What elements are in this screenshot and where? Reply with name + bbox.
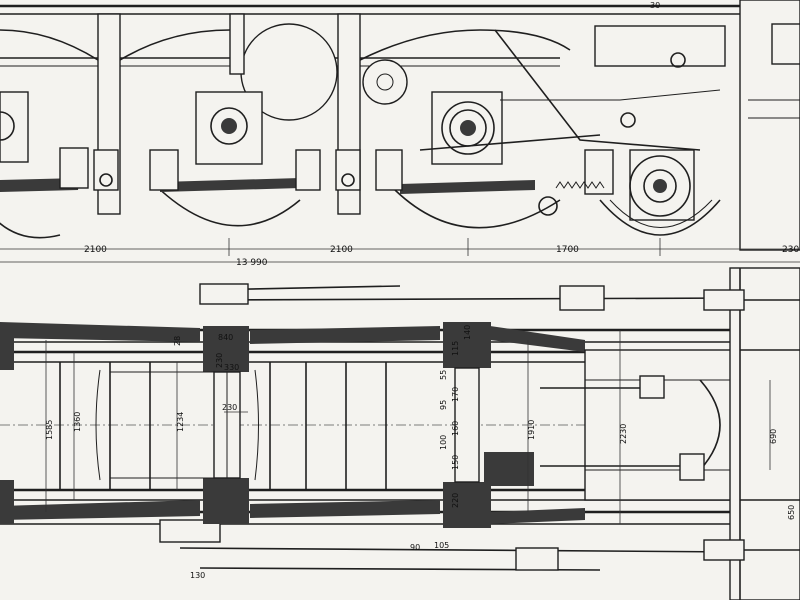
plan-axle-2: [203, 326, 249, 524]
axle-box-2: [195, 91, 263, 165]
plan-axle-1: [0, 326, 14, 524]
dim-gap: 28: [173, 336, 182, 346]
dim-150: 150: [451, 455, 460, 470]
dim-inner-width: 1360: [73, 412, 82, 432]
dim-170: 170: [451, 387, 460, 402]
dim-span-4: 230: [782, 245, 799, 255]
dim-small-top: 30: [650, 1, 660, 10]
dim-axle-box-1: 230: [215, 353, 224, 368]
side-elevation: 2100 2100 1700 230 13 990 30: [0, 0, 800, 268]
plan-view: 1585 1360 1234 840 230 330 230 28 1910 2…: [0, 267, 800, 600]
dim-right-edge: 650: [787, 505, 796, 520]
leaf-spring-2: [160, 178, 300, 192]
dim-160: 160: [451, 421, 460, 436]
dim-220: 220: [451, 493, 460, 508]
dim-90: 90: [410, 543, 420, 552]
dim-115: 115: [451, 341, 460, 356]
dim-100: 100: [439, 435, 448, 450]
dim-105: 105: [434, 541, 449, 550]
dim-bar-length: 1234: [176, 412, 185, 432]
dim-95: 95: [439, 400, 448, 410]
axle-box-4: [629, 149, 695, 221]
dim-span-1: 2100: [84, 245, 107, 255]
dim-55: 55: [439, 370, 448, 380]
axle-box-3: [431, 91, 503, 165]
dim-span-2: 2100: [330, 245, 353, 255]
plan-spring-rear: [490, 326, 585, 524]
dim-rear-width: 2230: [619, 424, 628, 444]
plan-axle-3: [443, 322, 534, 528]
axle-box-1: [0, 91, 29, 163]
dim-140: 140: [463, 325, 472, 340]
dim-rear-inner: 1910: [527, 420, 536, 440]
plan-spring-mid: [250, 326, 440, 518]
dim-overall: 13 990: [236, 258, 268, 268]
dim-rear-right: 690: [769, 429, 778, 444]
dim-journal: 230: [222, 403, 237, 412]
plan-spring-front: [0, 322, 200, 520]
pump-drum: [362, 59, 408, 105]
dim-axle-box-2: 330: [224, 363, 239, 372]
dim-130: 130: [190, 571, 205, 580]
dim-axle-box-width: 840: [218, 333, 233, 342]
dim-frame-width: 1585: [45, 420, 54, 440]
leaf-spring-3: [400, 180, 535, 194]
dim-span-3: 1700: [556, 245, 579, 255]
